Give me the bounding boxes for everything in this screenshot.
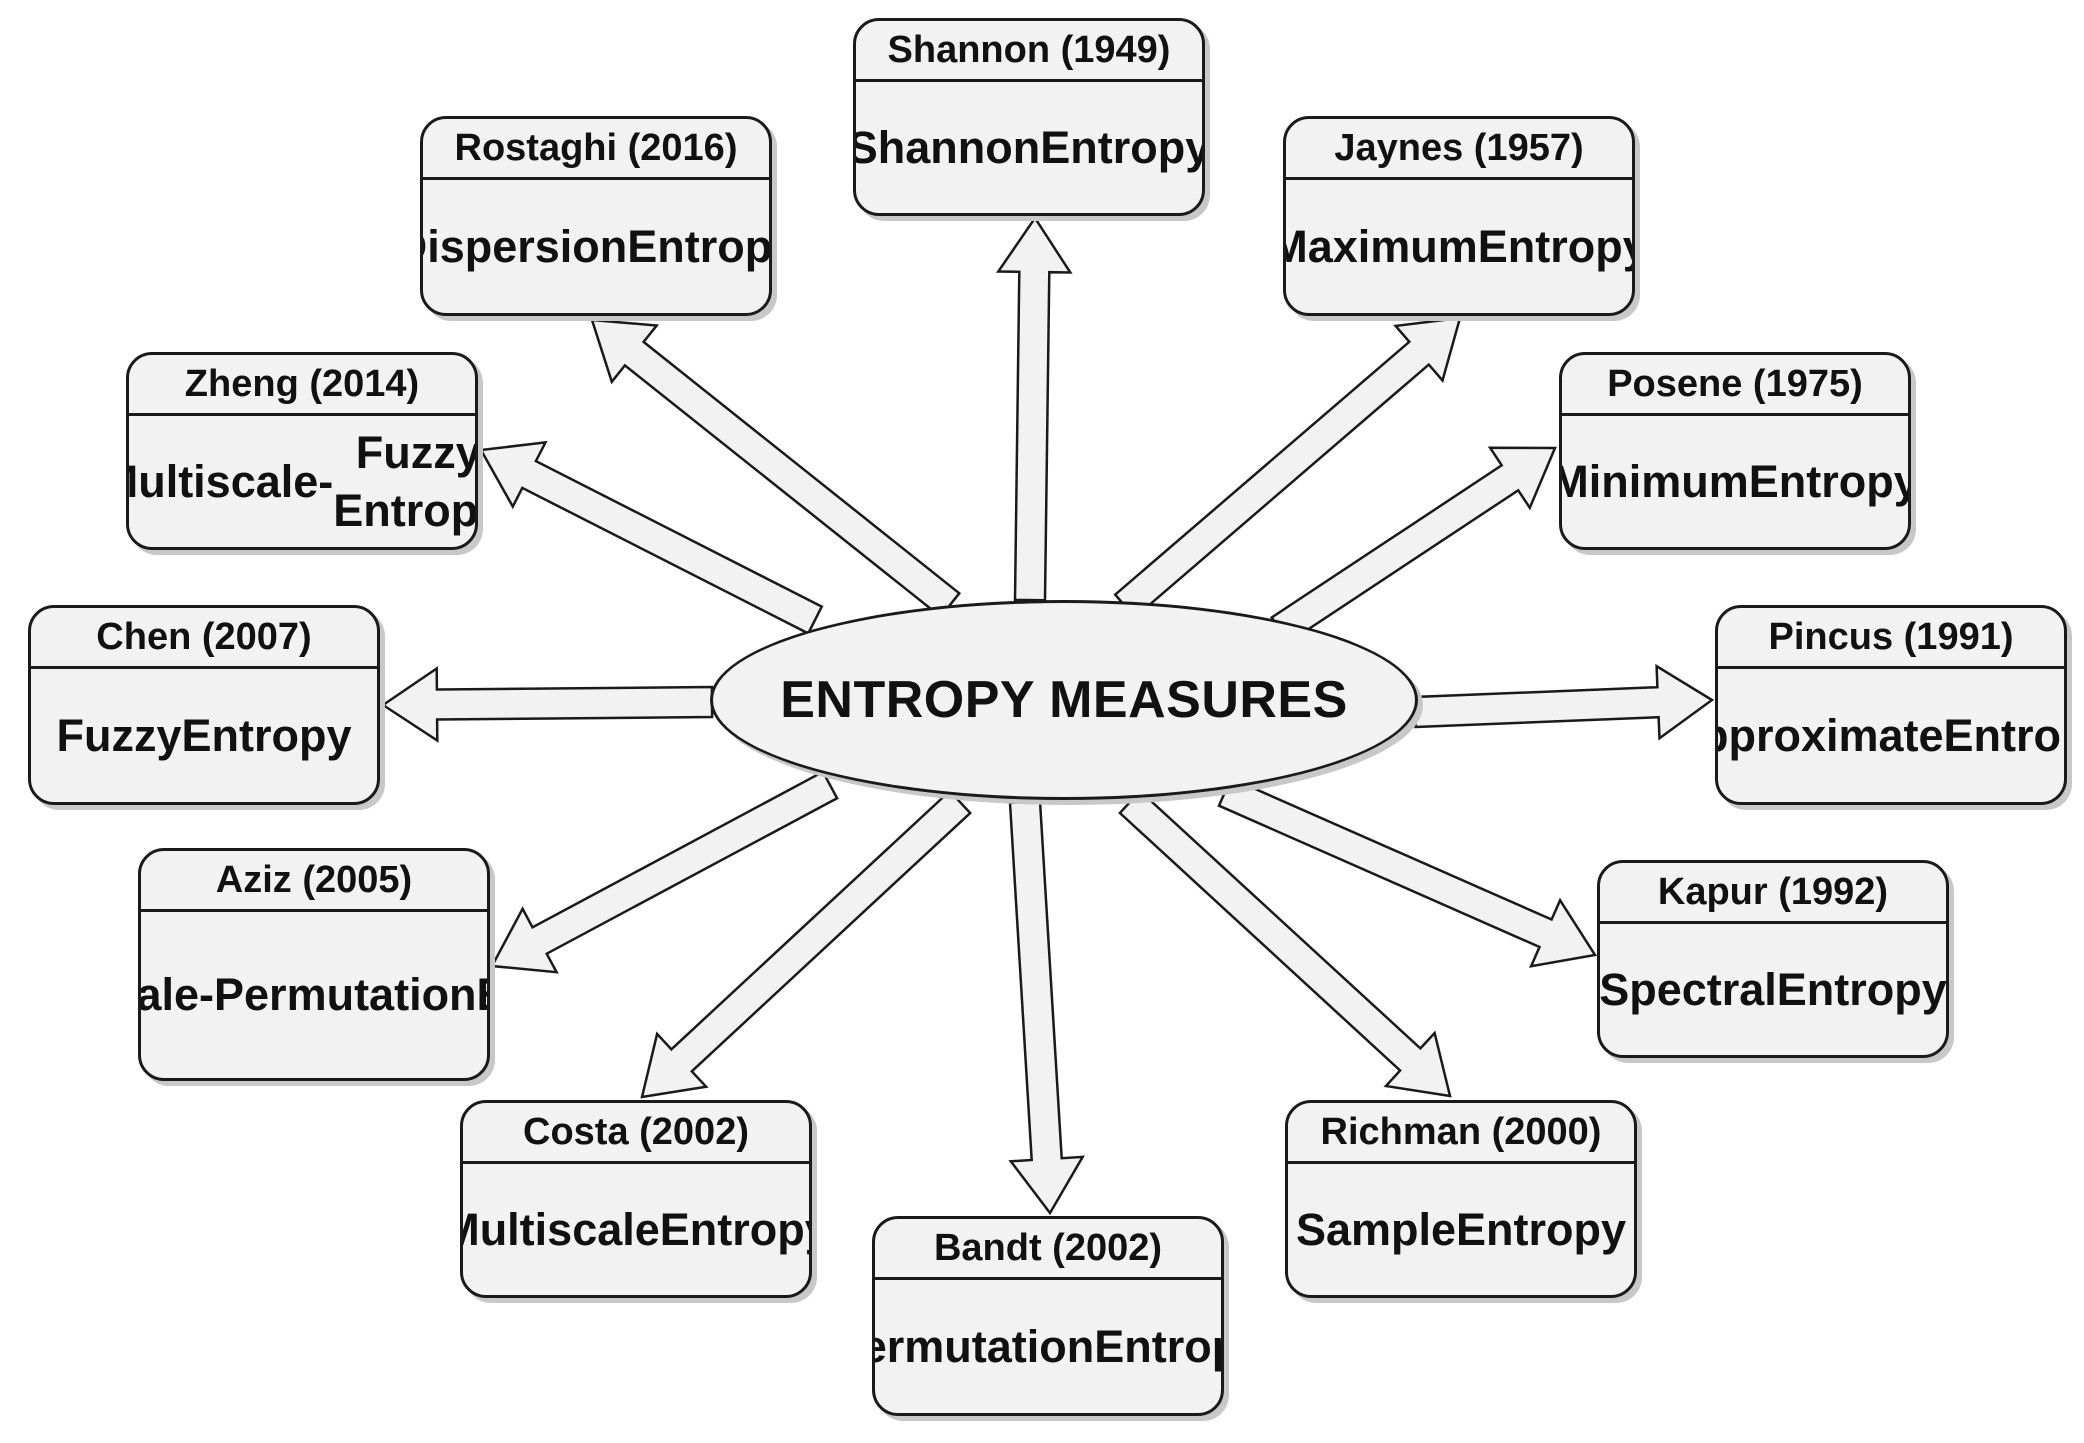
node-name-line: Entropy <box>1748 455 1911 507</box>
node-pincus: Pincus (1991) Approximate Entropy <box>1715 605 2067 805</box>
node-name-line: Permutation <box>214 969 477 1020</box>
node-name-line: Entropy <box>1040 121 1205 173</box>
arrow-to-zheng <box>478 440 824 636</box>
node-richman: Richman (2000) Sample Entropy <box>1285 1100 1637 1298</box>
node-name-line: Sample <box>1295 1203 1457 1255</box>
center-ellipse: ENTROPY MEASURES <box>710 600 1418 800</box>
node-bandt: Bandt (2002) Permutation Entropy <box>872 1216 1224 1416</box>
node-name: Sample Entropy <box>1288 1164 1634 1295</box>
node-name: Spectral Entropy <box>1600 924 1946 1055</box>
center-label: ENTROPY MEASURES <box>780 671 1348 729</box>
arrow-to-aziz <box>490 770 839 974</box>
node-name-line: Spectral <box>1599 963 1777 1015</box>
arrow-to-bandt <box>1008 799 1085 1216</box>
node-author: Posene (1975) <box>1562 355 1908 416</box>
node-name: Minimum Entropy <box>1562 416 1908 547</box>
node-name-line: Entropy <box>1456 1203 1627 1255</box>
arrow-to-posene <box>1269 446 1557 645</box>
node-aziz: Aziz (2005) Multiscale- Permutation Entr… <box>138 848 490 1081</box>
node-name-line: Fuzzy <box>56 709 182 761</box>
node-name-line: Maximum <box>1283 220 1478 272</box>
node-name-line: Multiscale <box>460 1203 660 1255</box>
node-author: Zheng (2014) <box>129 355 475 416</box>
node-author: Chen (2007) <box>31 608 377 669</box>
node-author: Bandt (2002) <box>875 1219 1221 1280</box>
node-author: Costa (2002) <box>463 1103 809 1164</box>
node-name-line: Dispersion <box>423 220 628 272</box>
node-name: Permutation Entropy <box>875 1280 1221 1413</box>
node-author: Jaynes (1957) <box>1286 119 1632 180</box>
node-name-line: Entropy <box>627 220 772 272</box>
node-name-line: Multiscale- <box>129 455 334 507</box>
arrow-to-jaynes <box>1113 316 1462 620</box>
node-name-line: Entropy <box>659 1203 809 1255</box>
node-name: Fuzzy Entropy <box>31 669 377 802</box>
node-chen: Chen (2007) Fuzzy Entropy <box>28 605 380 805</box>
arrow-to-shannon <box>995 215 1073 602</box>
node-name: Multiscale- Fuzzy Entropy <box>129 416 475 547</box>
node-name: Shannon Entropy <box>856 82 1202 213</box>
node-author: Rostaghi (2016) <box>423 119 769 180</box>
node-name-line: Fuzzy Entropy <box>333 426 478 536</box>
node-author: Richman (2000) <box>1288 1103 1634 1164</box>
node-name-line: Approximate <box>1718 709 1944 761</box>
node-name-line: Entropy <box>181 709 352 761</box>
node-author: Kapur (1992) <box>1600 863 1946 924</box>
node-name-line: Shannon <box>853 121 1041 173</box>
arrow-to-costa <box>640 789 972 1099</box>
node-shannon: Shannon (1949) Shannon Entropy <box>853 18 1205 216</box>
node-author: Aziz (2005) <box>141 851 487 912</box>
arrow-to-chen <box>380 666 714 743</box>
node-name: Multiscale- Permutation Entropy <box>141 912 487 1078</box>
node-name-line: Multiscale- <box>138 969 215 1020</box>
node-name-line: Minimum <box>1559 455 1749 507</box>
node-name: Approximate Entropy <box>1718 669 2064 802</box>
node-jaynes: Jaynes (1957) Maximum Entropy <box>1283 116 1635 316</box>
node-author: Pincus (1991) <box>1718 608 2064 669</box>
node-zheng: Zheng (2014) Multiscale- Fuzzy Entropy <box>126 352 478 550</box>
node-kapur: Kapur (1992) Spectral Entropy <box>1597 860 1949 1058</box>
node-name-line: Entropy <box>1943 709 2064 761</box>
node-posene: Posene (1975) Minimum Entropy <box>1559 352 1911 550</box>
arrow-to-rostaghi <box>590 318 962 619</box>
node-author: Shannon (1949) <box>856 21 1202 82</box>
arrow-to-pincus <box>1413 663 1715 741</box>
node-costa: Costa (2002) Multiscale Entropy <box>460 1100 812 1298</box>
node-name-line: Entropy <box>1094 1320 1221 1372</box>
node-name-line: Permutation <box>875 1320 1095 1372</box>
node-name: Maximum Entropy <box>1286 180 1632 313</box>
node-name: Dispersion Entropy <box>423 180 769 313</box>
node-rostaghi: Rostaghi (2016) Dispersion Entropy <box>420 116 772 316</box>
node-name-line: Entropy <box>1477 220 1635 272</box>
node-name: Multiscale Entropy <box>463 1164 809 1295</box>
node-name-line: Entropy <box>1776 963 1947 1015</box>
arrow-to-kapur <box>1217 776 1598 968</box>
arrow-to-richman <box>1118 789 1452 1098</box>
node-name-line: Entropy <box>477 968 487 1022</box>
